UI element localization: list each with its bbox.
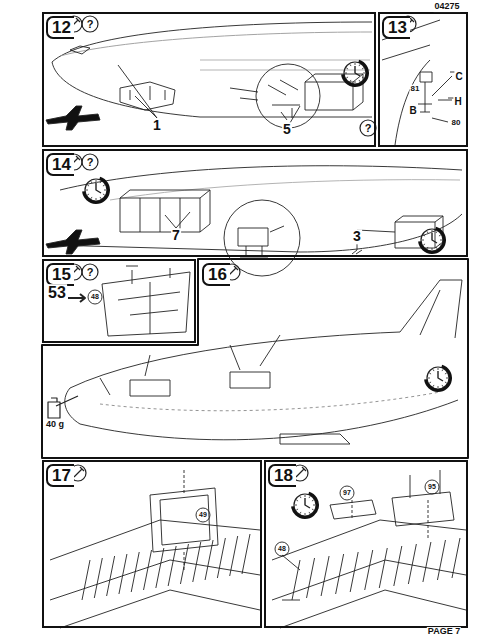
rib — [350, 552, 358, 592]
clock-icon — [424, 365, 452, 392]
step-panel: 16 — [198, 259, 468, 458]
callout-number: 5 — [282, 122, 292, 137]
rib — [423, 542, 431, 582]
rib — [180, 544, 188, 584]
rib — [365, 550, 373, 590]
callout-number: 49 — [198, 511, 208, 519]
page-code: PAGE 7 — [427, 627, 461, 637]
callout-number: 1 — [152, 118, 162, 133]
step-number: 13 — [382, 16, 410, 39]
rib — [168, 546, 176, 586]
callout-number: 7 — [171, 228, 181, 243]
step-panel: 18 — [264, 460, 468, 628]
step-number: 15 — [46, 263, 74, 286]
rib — [144, 550, 152, 590]
callout-number: 48 — [277, 545, 287, 553]
rib — [82, 560, 90, 600]
step-number: 18 — [268, 464, 296, 487]
rib — [131, 552, 139, 592]
callout-number: ? — [86, 266, 95, 278]
clock-icon — [418, 227, 446, 254]
rib — [242, 534, 250, 574]
callout-number: ? — [86, 18, 95, 30]
drying-clock — [82, 60, 452, 519]
rib — [307, 558, 315, 598]
fuselage-nose-section — [46, 22, 372, 130]
rib — [94, 558, 102, 598]
page-code: 04275 — [433, 2, 460, 12]
clock-icon — [291, 492, 319, 519]
callout-number: 40 g — [45, 420, 65, 430]
rib — [336, 554, 344, 594]
callout-number: 48 — [90, 293, 100, 301]
step-number: 12 — [46, 16, 74, 39]
callout-number: 81 — [410, 85, 421, 94]
callout-number: 97 — [342, 489, 352, 497]
rib — [107, 556, 115, 596]
wing-box-interior — [50, 470, 260, 628]
rib — [321, 556, 329, 596]
step-panel: 12 — [42, 12, 376, 147]
rib — [205, 540, 213, 580]
stabilizer-part — [68, 266, 190, 336]
rib — [408, 544, 416, 584]
rib — [379, 548, 387, 588]
callout-number: ? — [364, 122, 373, 134]
rib — [119, 554, 127, 594]
callout-number: ? — [86, 156, 95, 168]
callout-number: 80 — [451, 119, 462, 128]
rib — [193, 542, 201, 582]
rib — [394, 546, 402, 586]
clock-icon — [82, 177, 110, 204]
step-number: 17 — [46, 464, 74, 487]
callout-number: 3 — [352, 229, 362, 244]
callout-number: 53 — [47, 284, 67, 302]
step-number: 16 — [202, 263, 230, 286]
fuselage-full — [48, 280, 462, 444]
callout-number: 95 — [427, 483, 437, 491]
step-panel: 17 — [42, 460, 262, 628]
rib — [292, 560, 300, 600]
rib — [156, 548, 164, 588]
callout-number: H — [453, 96, 462, 107]
rib — [452, 538, 460, 578]
rib — [437, 540, 445, 580]
step-panel: 14 — [42, 149, 468, 257]
wing-box-closed — [272, 470, 466, 628]
rib — [230, 536, 238, 576]
clock-icon — [341, 60, 369, 87]
panel-outline — [42, 259, 468, 458]
callout-number: B — [408, 105, 417, 116]
step-number: 14 — [46, 153, 74, 176]
rib — [217, 538, 225, 578]
callout-number: C — [454, 71, 463, 82]
